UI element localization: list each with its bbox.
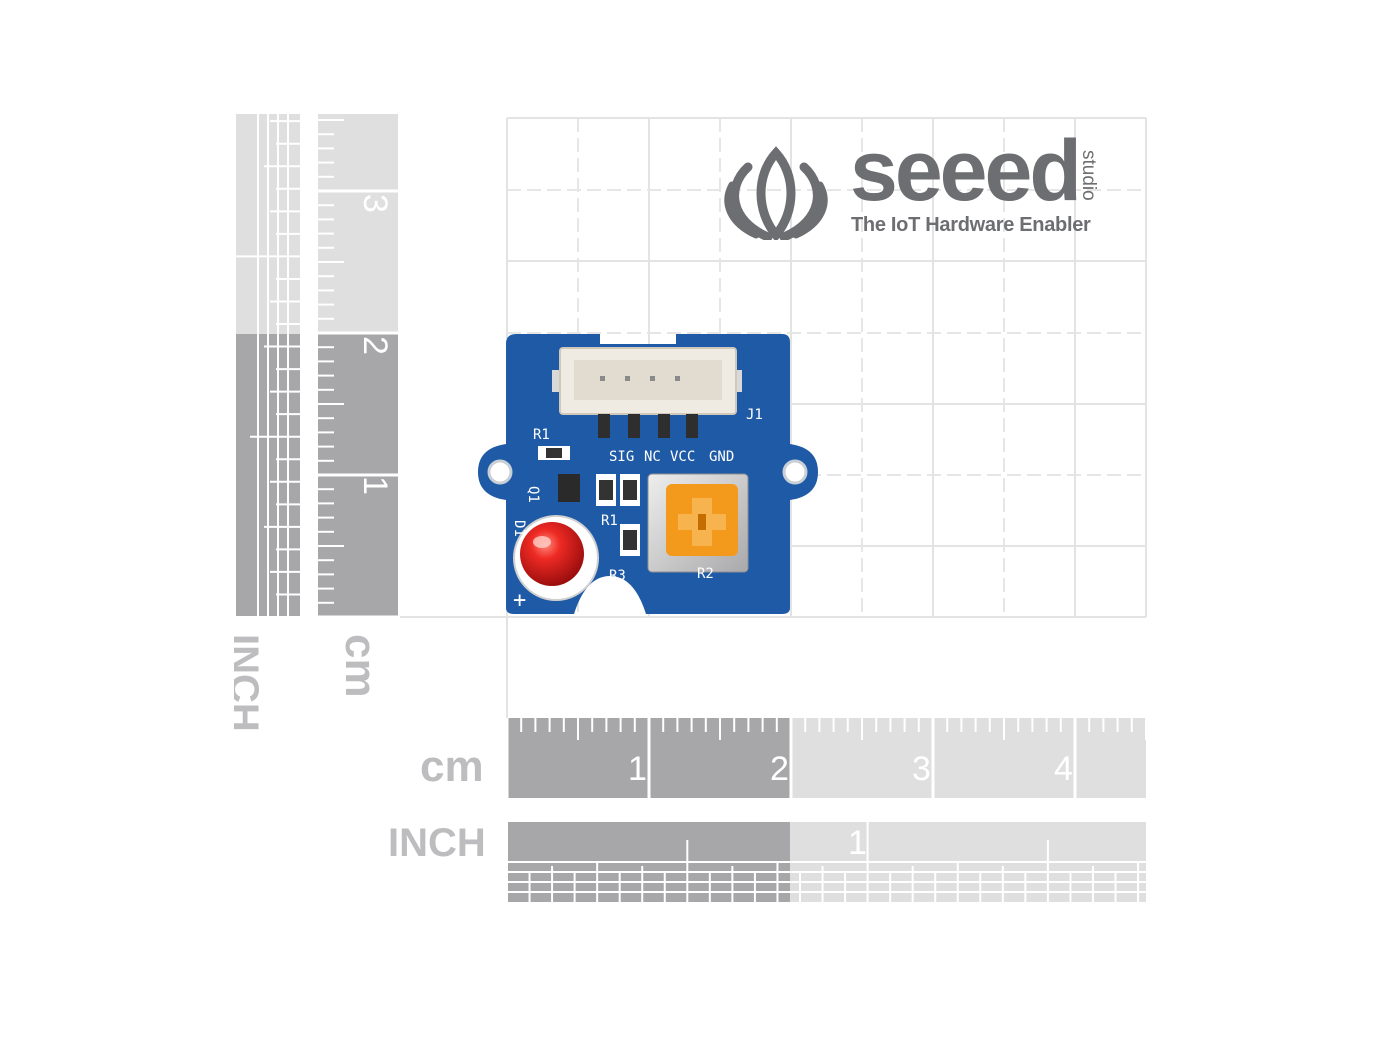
connector-socket <box>574 360 722 400</box>
horizontal-cm-ruler-light <box>790 718 1146 798</box>
grove-led-module <box>478 334 818 614</box>
mounting-hole <box>782 459 808 485</box>
led-d1 <box>520 522 584 586</box>
seeed-logo-icon <box>724 146 828 240</box>
connector-pin <box>686 414 698 438</box>
connector-pin <box>628 414 640 438</box>
component-label-d1: D1 <box>511 520 527 537</box>
component-label-q1: Q1 <box>525 486 541 503</box>
pin-label-nc: NC <box>644 449 661 465</box>
transistor-q1 <box>558 474 580 502</box>
vertical-cm-ruler-light <box>318 114 398 334</box>
connector-pin <box>598 414 610 438</box>
component-label-r1: R1 <box>601 513 618 529</box>
cm-tick-label: 4 <box>1054 750 1073 788</box>
pin-label-vcc: VCC <box>670 449 696 465</box>
component-label-r3: R3 <box>609 568 626 584</box>
cm-tick-label: 1 <box>628 750 647 788</box>
cm-tick-label: 2 <box>770 750 789 788</box>
vertical-cm-tick-label: 3 <box>356 194 394 213</box>
connector-label-j1: J1 <box>746 407 763 423</box>
connector-pin <box>658 414 670 438</box>
pin-label-gnd: GND <box>709 449 735 465</box>
component-label-r2: R2 <box>697 566 714 582</box>
vertical-cm-tick-label: 1 <box>356 476 394 495</box>
pin-label-sig: SIG <box>609 449 635 465</box>
brand-wordmark: seeed <box>850 123 1082 219</box>
vertical-cm-tick-label: 2 <box>356 336 394 355</box>
brand-tagline: The IoT Hardware Enabler <box>851 214 1091 236</box>
horizontal-inch-label: INCH <box>388 821 486 865</box>
vertical-inch-label: INCH <box>234 634 264 732</box>
component-label-r1-top: R1 <box>533 427 550 443</box>
horizontal-cm-label: cm <box>420 742 484 791</box>
vertical-cm-label: cm <box>336 634 385 698</box>
cm-tick-label: 3 <box>912 750 931 788</box>
inch-tick-label: 1 <box>848 824 867 862</box>
polarity-plus: + <box>513 588 527 613</box>
mounting-hole <box>487 459 513 485</box>
